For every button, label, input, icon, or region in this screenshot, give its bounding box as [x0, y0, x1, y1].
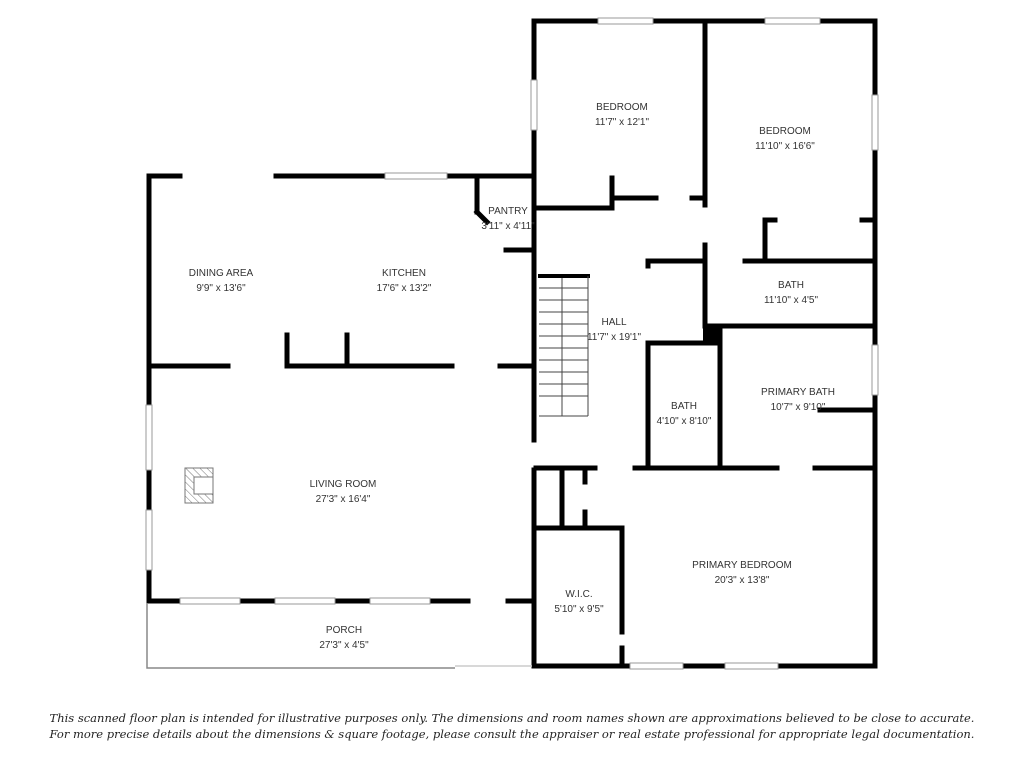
room-name: PORCH [325, 625, 363, 636]
room-pantry: PANTRY 3'11" x 4'11" [481, 204, 534, 234]
room-size: 3'11" x 4'11" [481, 221, 535, 232]
room-name: W.I.C. [565, 589, 593, 600]
room-size: 9'9" x 13'6" [196, 283, 246, 294]
disclaimer-line-1: This scanned floor plan is intended for … [49, 711, 975, 725]
room-size: 5'10" x 9'5" [554, 604, 604, 615]
room-size: 17'6" x 13'2" [376, 283, 432, 294]
disclaimer: This scanned floor plan is intended for … [0, 710, 1024, 742]
structural-column [703, 324, 720, 345]
room-bath-upper: BATH 11'10" x 4'5" [764, 278, 818, 308]
room-size: 11'10" x 16'6" [755, 141, 815, 152]
room-wic: W.I.C. 5'10" x 9'5" [554, 587, 603, 617]
room-size: 11'7" x 12'1" [594, 117, 650, 128]
room-name: PRIMARY BEDROOM [692, 560, 792, 571]
room-size: 10'7" x 9'10" [770, 402, 826, 413]
room-bath-small: BATH 4'10" x 8'10" [657, 399, 712, 429]
walls [146, 18, 878, 669]
staircase [538, 274, 590, 417]
room-size: 4'10" x 8'10" [656, 416, 712, 427]
room-bedroom-2: BEDROOM 11'10" x 16'6" [755, 124, 815, 154]
room-name: PRIMARY BATH [761, 387, 835, 398]
room-dining-area: DINING AREA 9'9" x 13'6" [189, 266, 253, 296]
room-living-room: LIVING ROOM 27'3" x 16'4" [310, 477, 377, 507]
room-name: DINING AREA [188, 268, 254, 279]
room-bedroom-1: BEDROOM 11'7" x 12'1" [595, 100, 649, 130]
room-name: PANTRY [488, 206, 528, 217]
room-size: 20'3" x 13'8" [714, 575, 770, 586]
room-porch: PORCH 27'3" x 4'5" [319, 623, 368, 653]
porch-outline [146, 603, 532, 669]
room-name: KITCHEN [382, 268, 426, 279]
room-kitchen: KITCHEN 17'6" x 13'2" [377, 266, 432, 296]
room-hall: HALL 11'7" x 19'1" [587, 315, 641, 345]
room-size: 11'7" x 19'1" [586, 332, 642, 343]
room-size: 27'3" x 16'4" [315, 494, 371, 505]
room-name: BATH [778, 280, 804, 291]
room-name: BEDROOM [596, 102, 648, 113]
room-name: BATH [671, 401, 697, 412]
room-name: HALL [601, 317, 627, 328]
room-size: 11'10" x 4'5" [763, 295, 819, 306]
disclaimer-line-2: For more precise details about the dimen… [49, 727, 975, 741]
room-name: BEDROOM [759, 126, 811, 137]
room-size: 27'3" x 4'5" [319, 640, 369, 651]
windows [145, 17, 879, 670]
room-primary-bedroom: PRIMARY BEDROOM 20'3" x 13'8" [692, 558, 792, 588]
fireplace [184, 467, 214, 504]
room-name: LIVING ROOM [309, 479, 377, 490]
room-primary-bath: PRIMARY BATH 10'7" x 9'10" [761, 385, 835, 415]
